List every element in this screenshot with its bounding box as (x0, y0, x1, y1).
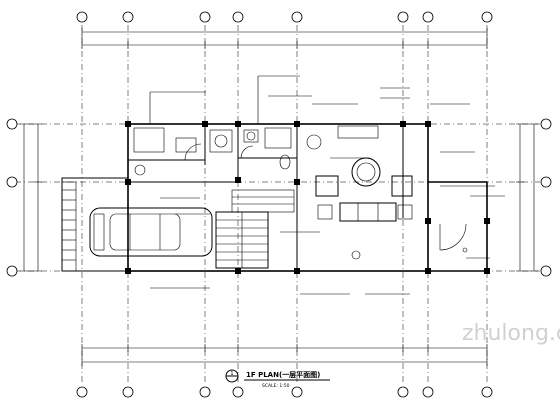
top-grid-bubbles (76, 11, 493, 23)
bottom-dimension-lines (81, 344, 488, 366)
right-dimension-lines (516, 123, 538, 272)
steps-entry (231, 189, 295, 213)
exterior-walls (61, 123, 488, 272)
drawing-title-block: 1 1F PLAN(一层平面图) SCALE: 1:50 (225, 369, 330, 389)
left-dimension-lines (20, 123, 42, 272)
title-number: 1 (230, 371, 233, 377)
annotation-leaders (149, 75, 505, 295)
watermark: zhulong.com (462, 321, 560, 346)
right-grid-bubbles (540, 118, 552, 277)
left-grid-bubbles (6, 118, 18, 277)
top-dimension-lines (81, 28, 488, 49)
door-swings (184, 143, 254, 161)
utility-room (133, 127, 233, 176)
drawing-scale: SCALE: 1:50 (262, 383, 290, 389)
garage-door (61, 181, 77, 272)
structural-columns (125, 121, 490, 274)
interior-walls (128, 124, 429, 271)
entry-door (439, 223, 468, 253)
drawing-title: 1F PLAN(一层平面图) (246, 370, 320, 379)
watermark-text: zhulong.com (462, 321, 560, 346)
vertical-grid-lines (81, 25, 488, 385)
bottom-grid-bubbles (76, 386, 493, 398)
bathroom-fixtures (243, 127, 292, 170)
car-icon (89, 207, 213, 257)
living-room-furniture (306, 125, 413, 260)
staircase (215, 211, 269, 269)
